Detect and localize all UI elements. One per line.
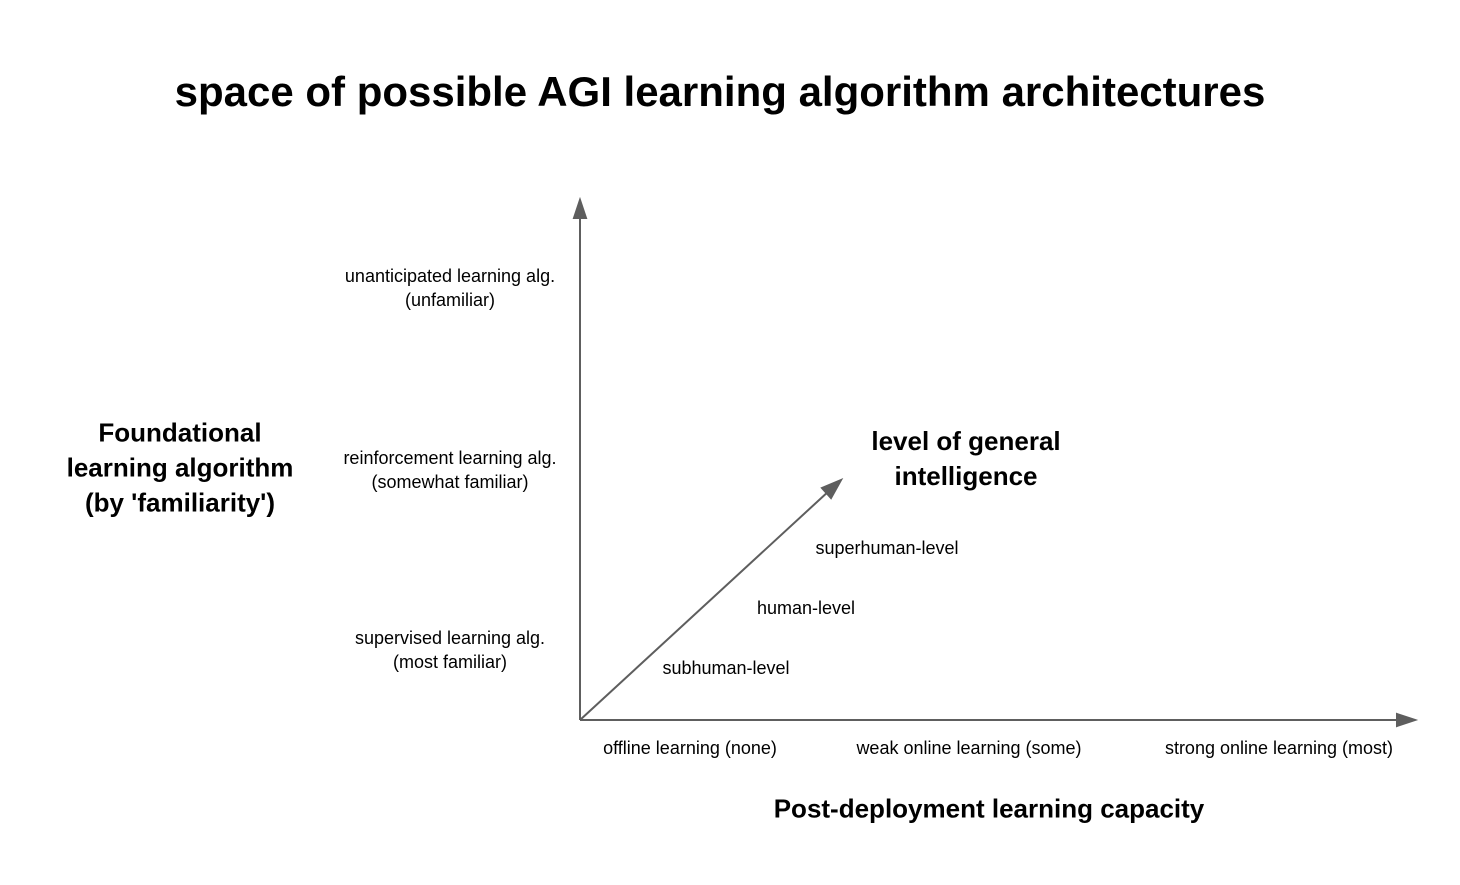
level-superhuman: superhuman-level	[815, 538, 959, 558]
intelligence-title-line: level of general	[871, 426, 1061, 456]
intelligence-axis-line	[579, 489, 831, 721]
y-level-sublabel: (unfamiliar)	[404, 290, 496, 310]
intelligence-axis-arrowhead	[820, 477, 844, 500]
intelligence-title-line: intelligence	[894, 461, 1038, 491]
x-axis-title: Post-deployment learning capacity	[773, 793, 1205, 824]
y-level-label: unanticipated learning alg.	[344, 266, 556, 286]
y-axis-title-line: learning algorithm	[66, 452, 294, 483]
y-level-supervised: supervised learning alg. (most familiar)	[355, 626, 545, 674]
y-level-label: reinforcement learning alg.	[343, 448, 557, 468]
level-human: human-level	[756, 598, 856, 618]
x-level-offline: offline learning (none)	[603, 738, 777, 758]
y-level-unanticipated: unanticipated learning alg. (unfamiliar)	[345, 264, 555, 312]
y-level-sublabel: (most familiar)	[392, 652, 507, 672]
y-level-label: supervised learning alg.	[354, 628, 546, 648]
y-axis-arrowhead	[572, 196, 588, 219]
x-axis-arrowhead	[1396, 712, 1419, 728]
y-level-reinforcement: reinforcement learning alg. (somewhat fa…	[343, 446, 556, 494]
y-level-sublabel: (somewhat familiar)	[371, 472, 529, 492]
y-axis-title-line: Foundational	[98, 417, 262, 448]
intelligence-axis-title: level of general intelligence	[871, 424, 1060, 494]
x-level-weak-online: weak online learning (some)	[856, 738, 1082, 758]
y-axis-title: Foundational learning algorithm (by 'fam…	[67, 416, 294, 521]
x-level-strong-online: strong online learning (most)	[1164, 738, 1394, 758]
level-subhuman: subhuman-level	[662, 658, 790, 678]
y-axis-title-line: (by 'familiarity')	[84, 487, 276, 518]
diagram-title: space of possible AGI learning algorithm…	[174, 68, 1266, 115]
